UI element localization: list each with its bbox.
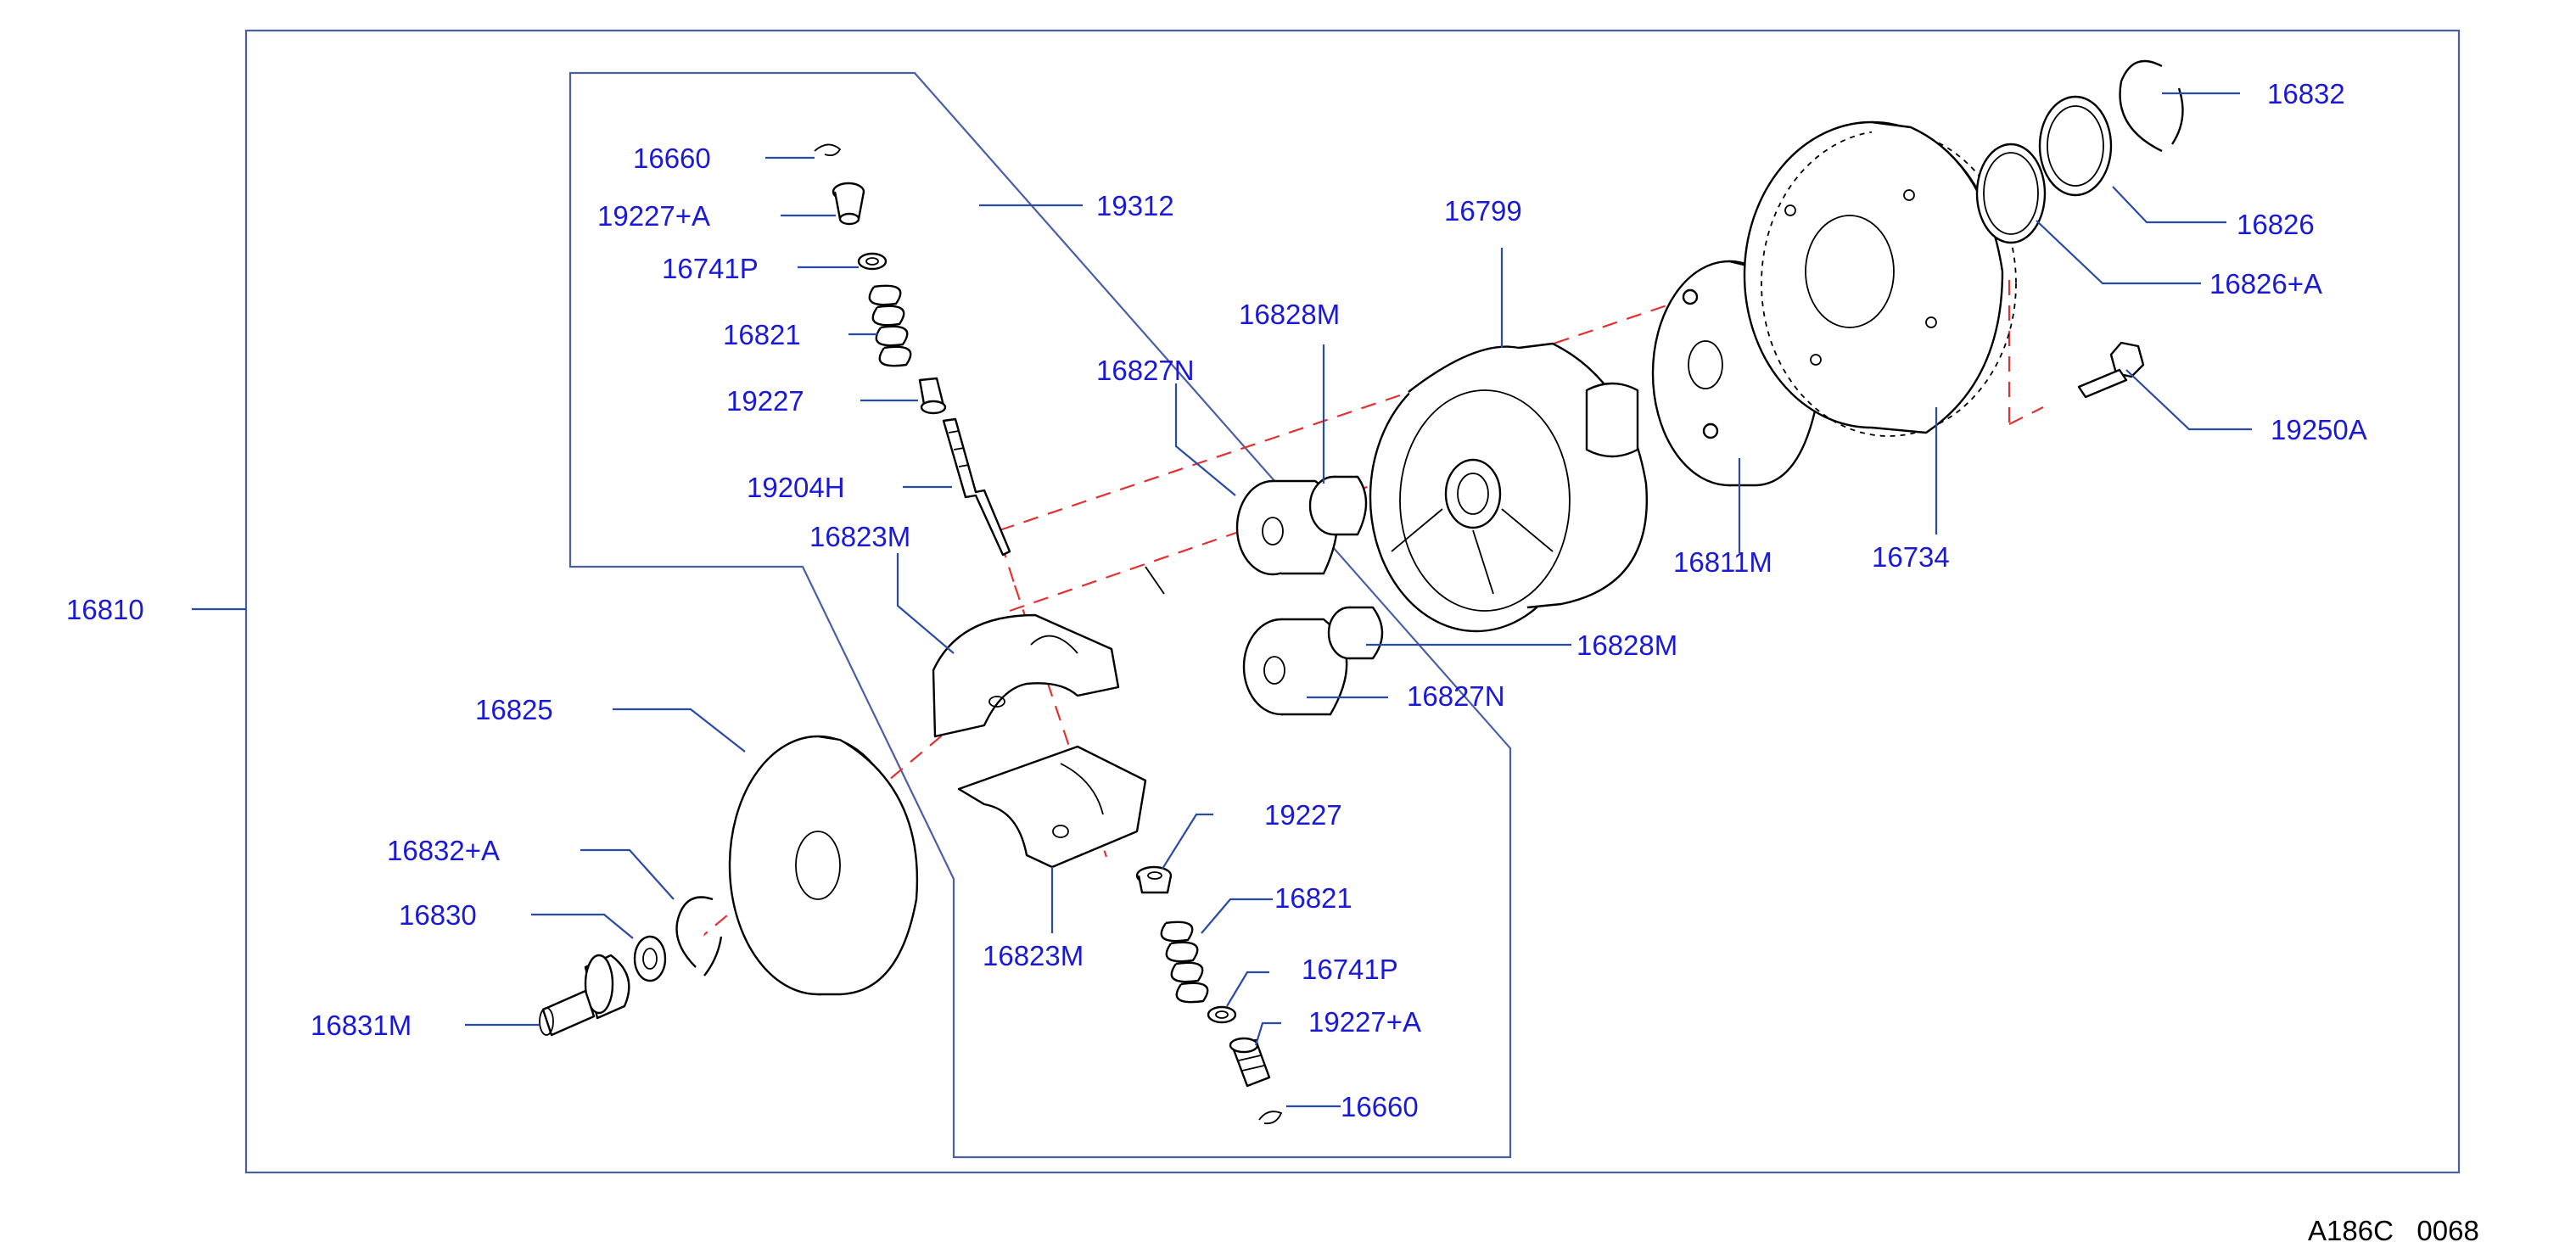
plug-19227a-bottom <box>1229 1037 1271 1088</box>
bushing-16828m-bottom <box>1327 606 1384 660</box>
label-19204h: 19204H <box>747 472 845 503</box>
label-16825: 16825 <box>475 694 553 725</box>
washer-16741p-top <box>857 252 888 271</box>
label-16828m-top: 16828M <box>1239 299 1340 330</box>
label-16832a: 16832+A <box>387 835 500 866</box>
label-19227-bottom: 19227 <box>1264 799 1342 831</box>
plate-16825 <box>728 735 919 996</box>
label-16826: 16826 <box>2237 209 2315 240</box>
label-19227a-bottom: 19227+A <box>1308 1006 1421 1038</box>
washer-16741p-bottom <box>1207 1005 1237 1024</box>
spring-16821-bottom <box>1160 920 1209 1004</box>
clip-16660-bottom <box>1258 1111 1283 1125</box>
plug-19227-bottom <box>1135 865 1173 894</box>
label-16811m: 16811M <box>1673 546 1772 578</box>
label-16799: 16799 <box>1444 195 1522 227</box>
spring-16821-top <box>868 284 912 367</box>
diagram-code: A186C 0068 <box>2308 1215 2479 1246</box>
label-16660-top: 16660 <box>633 143 711 174</box>
label-19312: 19312 <box>1096 190 1174 221</box>
label-16830: 16830 <box>399 899 477 931</box>
bushing-16828m-top <box>1308 475 1368 536</box>
label-19250a: 19250A <box>2271 414 2367 445</box>
label-16660-bottom: 16660 <box>1341 1091 1419 1122</box>
label-16821-top: 16821 <box>723 319 801 350</box>
snap-ring-16832 <box>2119 59 2184 153</box>
washer-16830 <box>633 935 667 982</box>
leader-lines <box>192 92 2252 1108</box>
plug-19227-top <box>918 377 947 415</box>
label-16828m-bottom: 16828M <box>1576 630 1677 661</box>
flyweight-16823m-top <box>932 613 1120 738</box>
label-16827n-bottom: 16827N <box>1407 680 1505 712</box>
plug-19227a-top <box>832 182 865 226</box>
washer-16826 <box>2038 95 2113 197</box>
label-19227-top: 19227 <box>726 385 804 417</box>
label-16827n-top: 16827N <box>1096 355 1195 386</box>
label-16821-bottom: 16821 <box>1274 882 1352 914</box>
label-16823m-top: 16823M <box>809 521 910 552</box>
assembly-frame <box>244 29 2461 1174</box>
label-19227a-top: 19227+A <box>597 200 710 232</box>
bolt-19250a <box>2077 341 2145 399</box>
label-16734: 16734 <box>1872 541 1950 573</box>
label-16832: 16832 <box>2267 78 2345 109</box>
label-16826a: 16826+A <box>2209 268 2322 299</box>
pin-19204h <box>942 417 1011 557</box>
label-16831m: 16831M <box>311 1010 412 1041</box>
clip-16660-top <box>814 143 842 157</box>
label-16810: 16810 <box>66 594 144 625</box>
gear-16734 <box>1743 120 2017 437</box>
drum-16799 <box>1369 342 1648 633</box>
label-16741p-top: 16741P <box>662 253 759 284</box>
label-16741p-bottom: 16741P <box>1302 954 1398 985</box>
sleeve-16831m <box>539 954 630 1037</box>
snap-ring-16832a <box>675 896 723 976</box>
sub-assembly-frame <box>568 71 1512 1159</box>
flyweight-16823m-bottom <box>957 745 1147 869</box>
shim-16826a <box>1975 143 2047 244</box>
label-16823m-bottom: 16823M <box>983 940 1084 971</box>
